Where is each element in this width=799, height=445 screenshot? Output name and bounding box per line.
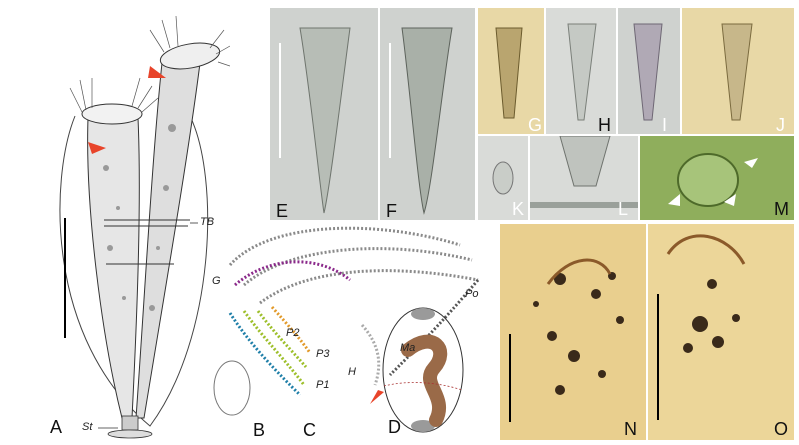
annotation-po: Po — [465, 288, 479, 300]
panel-d-illustration — [370, 307, 464, 433]
panel-j-image — [721, 23, 753, 121]
panel-i-image — [633, 23, 663, 121]
panel-l-photo: L — [530, 136, 638, 220]
panel-label-a: A — [50, 417, 63, 437]
annotation-ma: Ma — [400, 342, 416, 354]
panel-label-d: D — [388, 417, 401, 437]
panel-d-diagram: Ma D — [338, 300, 468, 440]
panel-label-f: F — [386, 201, 397, 220]
panel-e-photo: E — [270, 8, 378, 220]
annotation-g: G — [212, 275, 221, 287]
panel-a-drawing: A TB St — [40, 8, 230, 440]
panel-label-k: K — [512, 199, 525, 219]
panel-label-m: M — [774, 199, 789, 219]
annotation-p3: P3 — [316, 348, 330, 360]
annotation-p1: P1 — [316, 379, 330, 391]
panel-f-image — [389, 27, 453, 215]
panel-label-h: H — [598, 115, 611, 134]
panel-label-j: J — [776, 115, 785, 134]
panel-k-image — [492, 161, 514, 195]
panel-o-image — [657, 234, 746, 420]
panel-m-image — [668, 153, 758, 207]
panel-label-l: L — [618, 199, 629, 219]
panel-e-image — [279, 27, 351, 214]
panel-m-photo: M — [640, 136, 794, 220]
panel-label-o: O — [774, 419, 789, 439]
panel-o-photo: O — [648, 224, 794, 440]
annotation-tb: TB — [200, 216, 215, 228]
panel-label-i: I — [662, 115, 668, 134]
annotation-st: St — [82, 421, 93, 433]
panel-label-n: N — [624, 419, 637, 439]
panel-a-illustration — [59, 15, 230, 439]
panel-n-image — [509, 258, 624, 422]
panel-g-photo: G — [478, 8, 544, 134]
panel-label-c: C — [303, 420, 316, 440]
panel-label-b: B — [253, 420, 266, 440]
annotation-h: H — [348, 366, 356, 378]
panel-b-illustration — [213, 360, 251, 416]
panel-b-drawing: B — [205, 355, 270, 440]
panel-k-photo: K — [478, 136, 528, 220]
annotation-p2: P2 — [286, 327, 300, 339]
panel-n-photo: N — [500, 224, 646, 440]
panel-h-image — [567, 23, 597, 121]
panel-label-e: E — [276, 201, 289, 220]
panel-label-g: G — [528, 115, 543, 134]
panel-f-photo: F — [380, 8, 475, 220]
panel-g-image — [495, 27, 523, 119]
panel-i-photo: I — [618, 8, 680, 134]
panel-l-image — [530, 136, 638, 208]
panel-j-photo: J — [682, 8, 794, 134]
panel-h-photo: H — [546, 8, 616, 134]
